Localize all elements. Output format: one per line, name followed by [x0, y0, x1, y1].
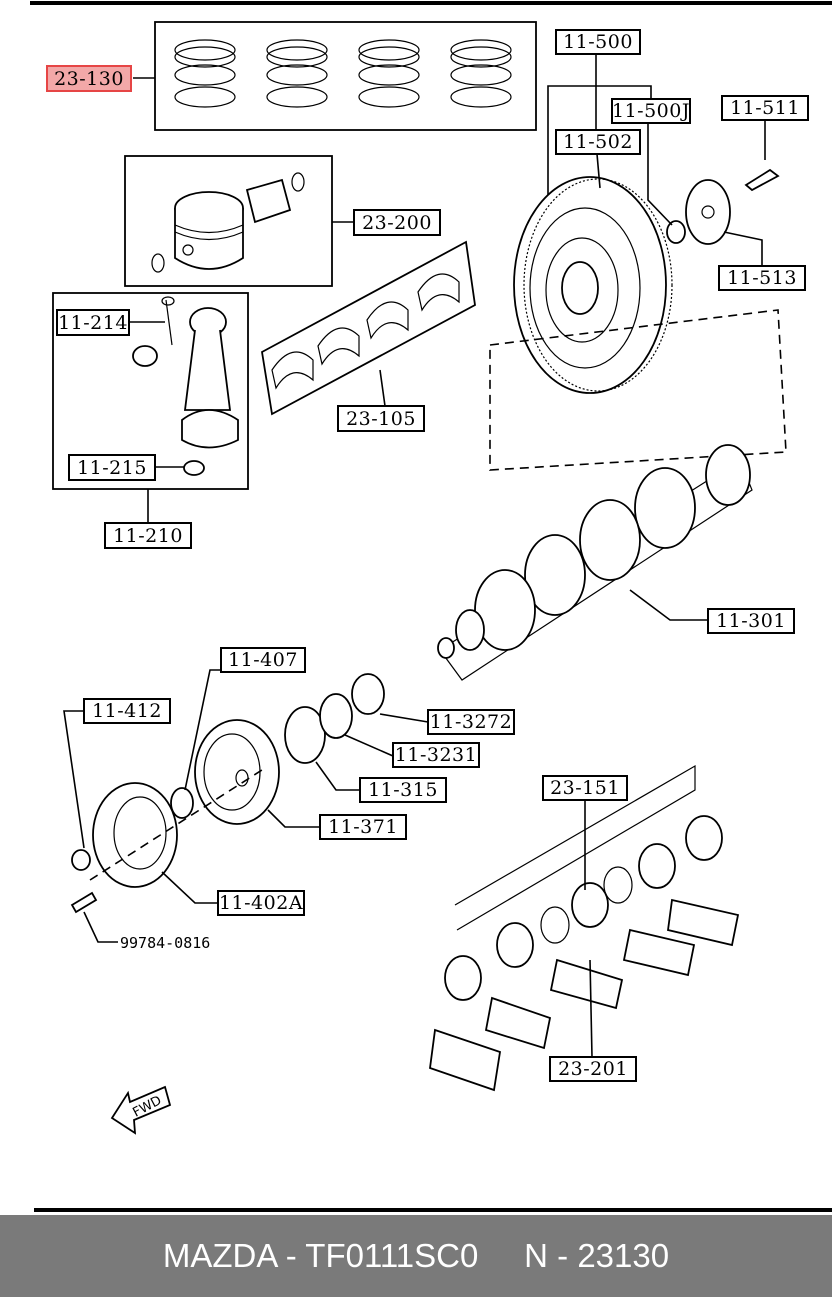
conrod-bearings-illustration [261, 240, 476, 416]
label-11-500[interactable]: 11-500 [555, 29, 641, 55]
label-11-513[interactable]: 11-513 [718, 265, 806, 291]
label-11-371[interactable]: 11-371 [319, 814, 407, 840]
label-11-301[interactable]: 11-301 [707, 608, 795, 634]
label-11-511[interactable]: 11-511 [721, 95, 809, 121]
svg-text:11-407: 11-407 [228, 649, 298, 671]
label-11-412[interactable]: 11-412 [83, 698, 171, 724]
label-23-201[interactable]: 23-201 [549, 1056, 637, 1082]
front-parts-illustration [70, 673, 385, 914]
svg-text:11-500: 11-500 [563, 31, 633, 53]
label-23-130[interactable]: 23-130 [46, 65, 132, 92]
svg-text:11-3231: 11-3231 [395, 744, 477, 766]
piston-illustration [124, 155, 333, 287]
label-11-402a[interactable]: 11-402A [217, 890, 305, 916]
flywheel-plate-illustration [685, 179, 731, 245]
svg-text:11-511: 11-511 [730, 97, 800, 119]
svg-text:23-200: 23-200 [362, 212, 432, 234]
svg-text:11-412: 11-412 [92, 700, 162, 722]
svg-text:11-371: 11-371 [328, 816, 398, 838]
svg-text:11-215: 11-215 [77, 457, 147, 479]
footer-bar: MAZDA - TF0111SC0 N - 23130 [0, 1215, 832, 1297]
svg-text:11-301: 11-301 [716, 610, 786, 632]
flywheel-illustration [489, 168, 787, 471]
svg-text:11-502: 11-502 [563, 131, 633, 153]
svg-text:11-513: 11-513 [727, 267, 797, 289]
svg-text:11-402A: 11-402A [219, 892, 303, 914]
label-23-200[interactable]: 23-200 [353, 209, 441, 236]
label-99784-0816[interactable]: 99784-0816 [120, 934, 210, 952]
label-11-3272[interactable]: 11-3272 [427, 709, 515, 735]
main-bearings-illustration [429, 764, 740, 1092]
svg-text:11-214: 11-214 [58, 312, 128, 334]
label-11-215[interactable]: 11-215 [68, 454, 156, 481]
svg-text:23-201: 23-201 [558, 1058, 628, 1080]
label-11-214[interactable]: 11-214 [56, 309, 130, 336]
label-11-3231[interactable]: 11-3231 [392, 742, 480, 768]
svg-text:11-500J: 11-500J [612, 100, 690, 122]
svg-text:23-105: 23-105 [346, 408, 416, 430]
label-11-407[interactable]: 11-407 [220, 647, 306, 673]
svg-text:11-3272: 11-3272 [430, 711, 512, 733]
label-23-105[interactable]: 23-105 [337, 405, 425, 432]
label-11-210[interactable]: 11-210 [104, 522, 192, 549]
svg-text:11-210: 11-210 [113, 525, 183, 547]
label-11-500j[interactable]: 11-500J [611, 98, 691, 124]
svg-text:23-130: 23-130 [54, 68, 124, 90]
svg-text:11-315: 11-315 [368, 779, 438, 801]
fwd-arrow-icon: FWD [110, 1085, 172, 1135]
label-11-315[interactable]: 11-315 [359, 777, 447, 803]
label-11-502[interactable]: 11-502 [555, 129, 641, 155]
piston-rings-illustration [154, 21, 537, 131]
crankshaft-illustration [437, 444, 753, 681]
svg-text:23-151: 23-151 [550, 777, 620, 799]
footer-title: MAZDA - TF0111SC0 N - 23130 [162, 1237, 670, 1274]
label-23-151[interactable]: 23-151 [542, 775, 628, 801]
parts-diagram: 23-130 23-200 23-105 [30, 1, 832, 1212]
